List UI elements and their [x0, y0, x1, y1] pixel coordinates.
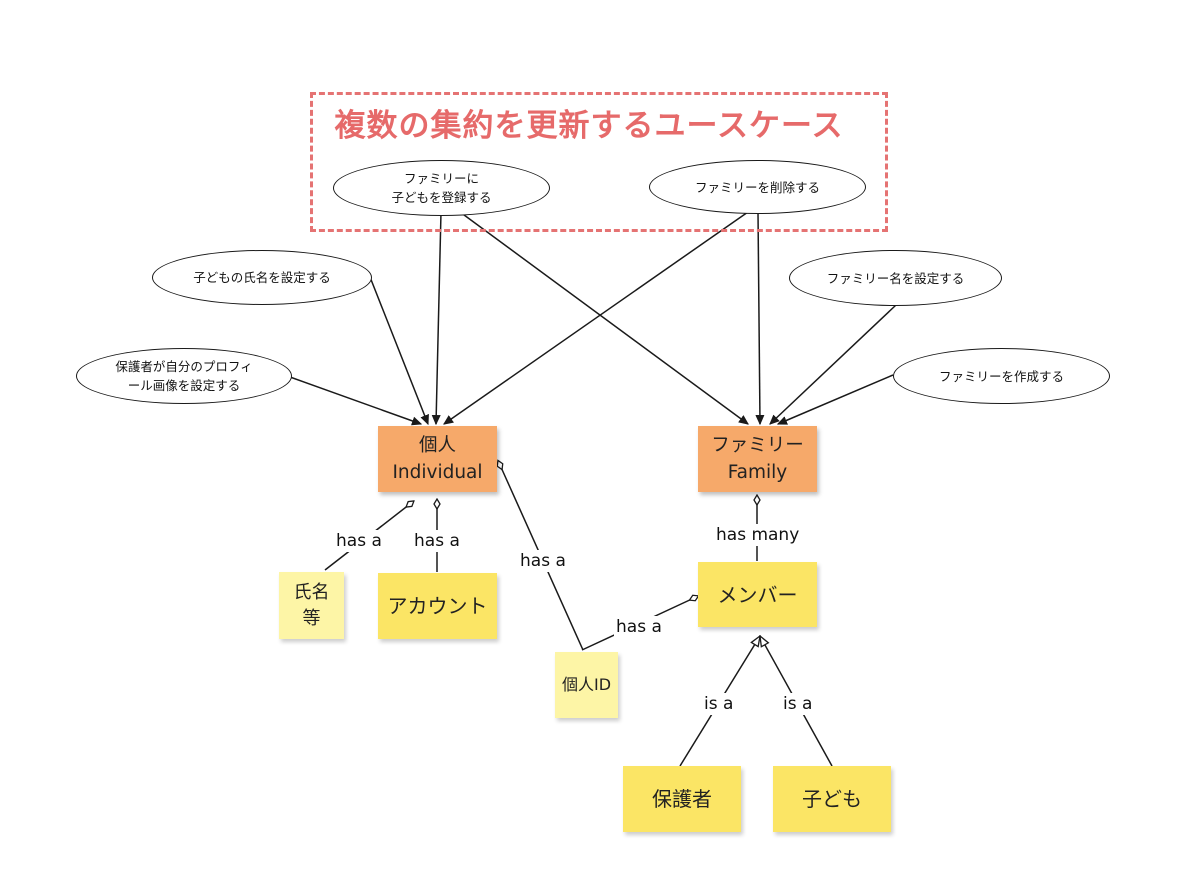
usecase-create-family-label: ファミリーを作成する: [938, 368, 1064, 384]
usecase-child-name-label: 子どもの氏名を設定する: [193, 270, 331, 285]
entity-family: ファミリー Family: [698, 426, 817, 492]
sticky-individual-id: 個人ID: [555, 652, 618, 718]
sticky-account-label: アカウント: [387, 594, 488, 618]
usecase-family-name-label: ファミリー名を設定する: [826, 270, 965, 286]
sticky-member: メンバー: [698, 562, 817, 627]
usecase-guardian-profile-label: 保護者が自分のプロフィ ール画像を設定する: [115, 359, 253, 393]
usecase-child-name: 子どもの氏名を設定する: [152, 250, 372, 305]
sticky-name-etc-label: 氏名 等: [293, 581, 330, 629]
entity-family-label: ファミリー Family: [711, 435, 804, 483]
usecase-delete-family: ファミリーを削除する: [649, 160, 866, 214]
relation-name-has-a: has a: [334, 530, 384, 552]
sticky-account: アカウント: [378, 573, 497, 639]
relation-has-many: has many: [714, 524, 802, 546]
sticky-individual-id-label: 個人ID: [561, 675, 612, 694]
edge-delete-family-to-family: [758, 211, 760, 424]
edge-child-name-to-individual: [369, 276, 428, 424]
usecase-add-child: ファミリーに 子どもを登録する: [333, 160, 550, 216]
sticky-child: 子ども: [773, 766, 891, 832]
sticky-guardian-label: 保護者: [652, 787, 712, 811]
usecase-family-name: ファミリー名を設定する: [789, 250, 1002, 306]
usecase-create-family: ファミリーを作成する: [893, 348, 1110, 404]
sticky-member-label: メンバー: [717, 582, 798, 607]
edge-guardian-profile-to-individual: [289, 376, 421, 424]
sticky-guardian: 保護者: [623, 766, 741, 832]
sticky-name-etc: 氏名 等: [279, 572, 344, 639]
entity-individual: 個人 Individual: [378, 426, 497, 492]
usecase-delete-family-label: ファミリーを削除する: [694, 179, 820, 195]
relation-member-has-a: has a: [614, 616, 664, 638]
frame-title: 複数の集約を更新するユースケース: [0, 104, 1192, 148]
edge-create-family-to-family: [778, 374, 894, 425]
frame-title-text: 複数の集約を更新するユースケース: [334, 108, 844, 144]
sticky-child-label: 子ども: [802, 787, 862, 811]
usecase-frame: [310, 92, 888, 232]
edge-family-name-to-family: [770, 304, 897, 424]
entity-individual-label: 個人 Individual: [392, 435, 483, 483]
edge-add-child-to-family: [459, 211, 748, 424]
relation-guardian-is-a: is a: [702, 693, 736, 715]
relation-id-has-a: has a: [518, 550, 568, 572]
relation-account-has-a: has a: [412, 530, 462, 552]
relation-child-is-a: is a: [781, 693, 815, 715]
usecase-guardian-profile: 保護者が自分のプロフィ ール画像を設定する: [76, 348, 292, 404]
usecase-add-child-label: ファミリーに 子どもを登録する: [391, 171, 492, 205]
edge-delete-family-to-individual: [444, 211, 749, 424]
edge-add-child-to-individual: [436, 211, 442, 424]
